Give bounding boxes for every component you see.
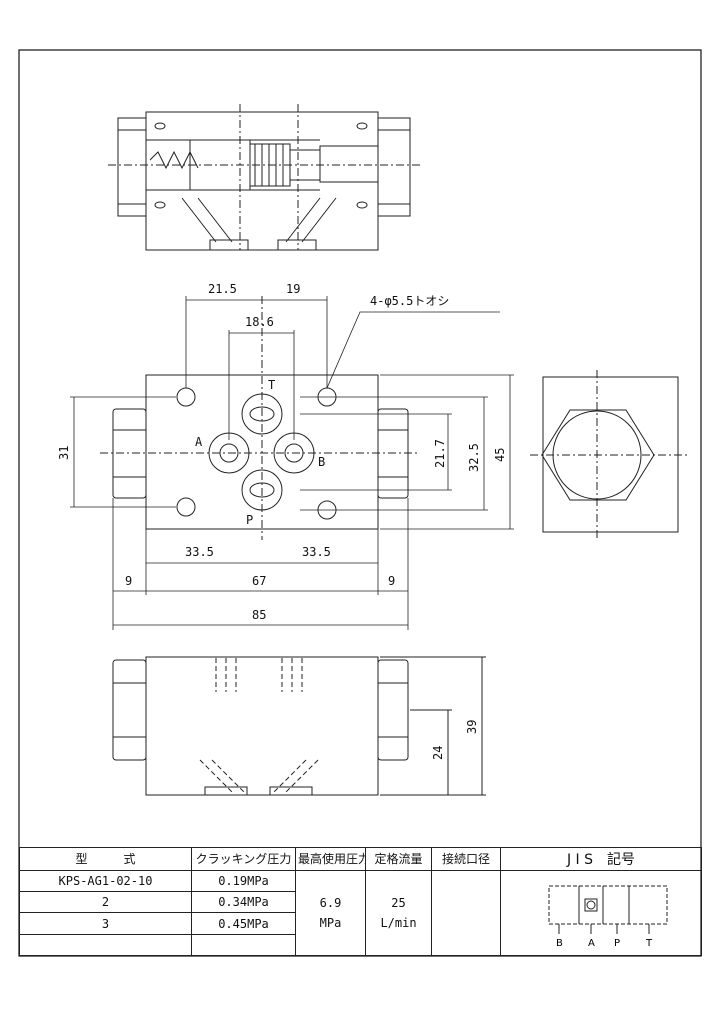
- dim-31: 31: [57, 446, 71, 460]
- row-cracking: 0.45MPa: [191, 912, 296, 935]
- drawing-frame: [18, 49, 702, 957]
- rated-flow-cell: 25 L/min: [365, 869, 432, 957]
- row-model: 2: [19, 891, 192, 914]
- jis-port-b: B: [556, 938, 563, 948]
- side-view: [112, 656, 486, 796]
- jis-port-a: A: [588, 938, 595, 948]
- dim-32-5: 32.5: [467, 443, 481, 472]
- port-label-a: A: [195, 435, 203, 449]
- row-model: 3: [19, 912, 192, 935]
- port-label-p: P: [246, 513, 253, 527]
- dim-21-7: 21.7: [433, 439, 447, 468]
- dim-39: 39: [465, 720, 479, 734]
- spec-table: 型 式 クラッキング圧力 最高使用圧力 定格流量 接続口径 J I S 記号 K…: [19, 847, 702, 957]
- header-max-pressure: 最高使用圧力: [295, 847, 366, 871]
- port-label-t: T: [268, 378, 275, 392]
- max-pressure-unit: MPa: [319, 915, 342, 930]
- dim-45: 45: [493, 448, 507, 462]
- dim-33-5-right: 33.5: [302, 545, 331, 559]
- row-cracking: 0.34MPa: [191, 891, 296, 914]
- top-view-dimension-lines: [70, 296, 514, 630]
- jis-port-p: P: [614, 938, 620, 948]
- header-jis-symbol: J I S 記号: [500, 847, 702, 871]
- dim-18-6: 18.6: [245, 315, 274, 329]
- rated-flow-unit: L/min: [380, 915, 417, 930]
- dim-67: 67: [252, 574, 266, 588]
- end-view: [530, 370, 690, 540]
- dim-9-right: 9: [388, 574, 395, 588]
- max-pressure-cell: 6.9 MPa: [295, 869, 366, 957]
- header-cracking-pressure: クラッキング圧力: [191, 847, 296, 871]
- header-model: 型 式: [19, 847, 192, 871]
- dim-19: 19: [286, 282, 300, 296]
- empty-cell: [19, 933, 192, 957]
- jis-port-t: T: [645, 938, 653, 948]
- dim-9-left: 9: [125, 574, 132, 588]
- port-size-cell: [431, 869, 501, 957]
- header-port-size: 接続口径: [431, 847, 501, 871]
- hole-note: 4-φ5.5トオシ: [370, 294, 449, 308]
- dim-24: 24: [431, 746, 445, 760]
- dim-21-5: 21.5: [208, 282, 237, 296]
- row-cracking: 0.19MPa: [191, 869, 296, 893]
- row-model: KPS-AG1-02-10: [19, 869, 192, 893]
- max-pressure-value: 6.9: [319, 895, 342, 910]
- jis-symbol: B A P T: [548, 885, 668, 949]
- header-rated-flow: 定格流量: [365, 847, 432, 871]
- rated-flow-value: 25: [391, 895, 406, 910]
- empty-cell: [191, 933, 296, 957]
- section-view: [108, 104, 420, 251]
- dim-85: 85: [252, 608, 266, 622]
- dim-33-5-left: 33.5: [185, 545, 214, 559]
- jis-symbol-cell: B A P T: [500, 869, 702, 957]
- port-label-b: B: [318, 455, 325, 469]
